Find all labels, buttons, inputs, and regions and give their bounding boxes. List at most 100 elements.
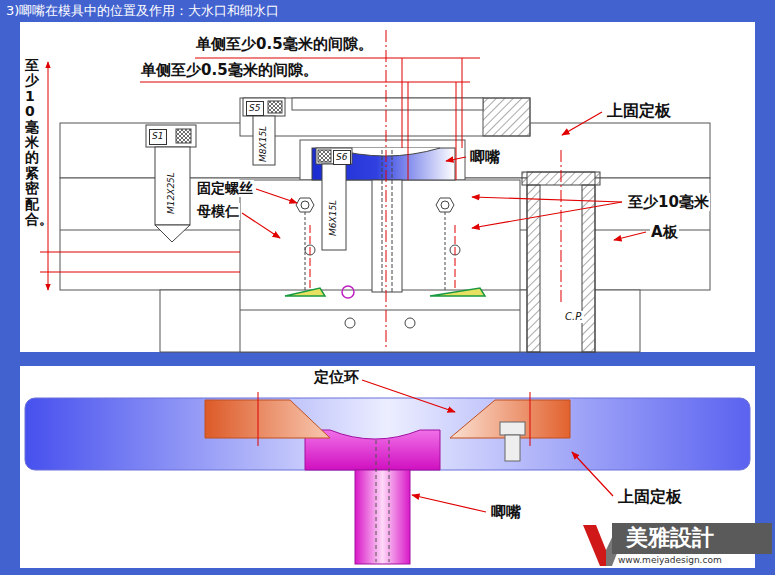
sprue-bushing (382, 150, 383, 292)
screw-spec: M8X15L (258, 126, 269, 162)
screw-s6 (316, 148, 352, 250)
screw-tag: S6 (334, 151, 350, 163)
leader-lines (562, 112, 602, 135)
leader-lines (472, 202, 622, 228)
locating-ring (292, 98, 483, 110)
screw-spec: M6X15L (328, 200, 339, 236)
part-label: 上固定板 (617, 487, 683, 506)
sprue-bushing (372, 180, 402, 292)
leader-lines (446, 157, 466, 161)
dimension-lines (402, 58, 403, 148)
dimension-note: 单侧至少0.5毫米的间隙。 (195, 35, 374, 53)
dimension-lines (48, 62, 49, 290)
bolt-3d (500, 422, 525, 461)
watermark-url: www.meiyadesign.com (618, 555, 722, 566)
screw-holes (441, 201, 449, 209)
screw-holes (296, 198, 314, 212)
center-lines (386, 30, 387, 350)
watermark-logo (583, 523, 772, 566)
mold-outline (60, 230, 240, 231)
locating-ring-3d (205, 400, 330, 438)
dimension-lines (40, 272, 240, 273)
center-lines (310, 30, 561, 350)
screw-s1 (146, 125, 196, 147)
dimension-lines (195, 58, 480, 59)
leader-lines-bottom (362, 380, 613, 512)
sprue-bushing (312, 148, 455, 292)
screw-holes (436, 198, 454, 212)
screw-s5 (268, 101, 282, 113)
screw-holes (301, 201, 309, 209)
guide-bush (527, 185, 540, 352)
bolt-3d (500, 422, 525, 435)
dimension-note: 至少10毫米 (627, 193, 710, 211)
screw-s5 (253, 116, 275, 165)
screw-s5 (243, 98, 285, 116)
leader-lines (242, 213, 280, 238)
mold-outline (240, 180, 520, 352)
screw-tag: S5 (247, 102, 263, 114)
leader-lines (242, 112, 646, 240)
bottom-panel (20, 366, 755, 568)
screw-holes (305, 212, 306, 290)
part-label: 唧嘴 (469, 148, 501, 166)
screw-holes (445, 212, 446, 290)
screw-tag-box: S5 (246, 101, 264, 116)
sprue-bushing (392, 150, 393, 292)
dimension-lines (408, 82, 409, 180)
watermark-logo (612, 523, 772, 554)
screw-holes (405, 318, 415, 328)
locating-ring (483, 98, 530, 136)
top-clamp-plate-3d (25, 398, 750, 470)
locating-ring-3d (450, 400, 570, 438)
screw-s1 (146, 125, 196, 242)
leader-lines-bottom (362, 380, 455, 412)
dimension-lines (140, 82, 470, 83)
leader-lines (256, 189, 297, 203)
dimension-lines (456, 82, 457, 180)
page-title: 3)唧嘴在模具中的位置及作用：大水口和细水口 (6, 3, 279, 19)
part-label: 母模仁 (196, 203, 240, 220)
part-label: 固定螺丝 (196, 180, 254, 197)
screw-s6 (322, 164, 346, 250)
screw-tag-box: S6 (333, 150, 351, 165)
pin-label: C.P. (564, 311, 584, 323)
dimension-lines (40, 252, 240, 253)
screw-spec: M12X25L (166, 172, 177, 214)
dimension-note: 单侧至少0.5毫米的间隙。 (140, 61, 319, 79)
leader-lines (614, 232, 646, 240)
screw-holes (345, 318, 355, 328)
screw-s6 (318, 150, 331, 162)
part-label: 定位环 (313, 368, 360, 386)
parting-marks (342, 286, 354, 298)
screw-s1 (155, 225, 190, 242)
screw-s1 (176, 129, 191, 143)
sprue-bushing-3d (355, 470, 410, 564)
screw-holes (296, 198, 460, 328)
center-lines (310, 225, 311, 290)
watermark-logo (583, 525, 606, 566)
watermark: 美雅設計 (626, 525, 714, 551)
screw-s5 (243, 98, 285, 165)
dimension-note: 至少10毫米的紧密配合。 (24, 58, 40, 227)
leader-lines (472, 197, 622, 202)
center-lines (455, 225, 456, 290)
sprue-bushing-3d (389, 440, 390, 562)
top-panel (20, 22, 755, 352)
screw-tag: S1 (150, 130, 166, 142)
part-label: 上固定板 (606, 101, 672, 120)
part-label: 唧嘴 (490, 503, 522, 521)
center-lines (561, 150, 562, 305)
leader-lines-bottom (572, 452, 613, 496)
dimension-lines (462, 58, 463, 148)
sprue-bushing-3d (376, 440, 377, 562)
screw-s1 (155, 147, 190, 225)
locating-ring-3d (258, 392, 259, 446)
parting-marks (285, 288, 325, 296)
dimension-lines (40, 58, 480, 290)
mold-outline (60, 123, 710, 352)
parting-marks (430, 288, 485, 296)
locating-ring-3d (530, 392, 531, 446)
guide-bush (582, 185, 595, 352)
